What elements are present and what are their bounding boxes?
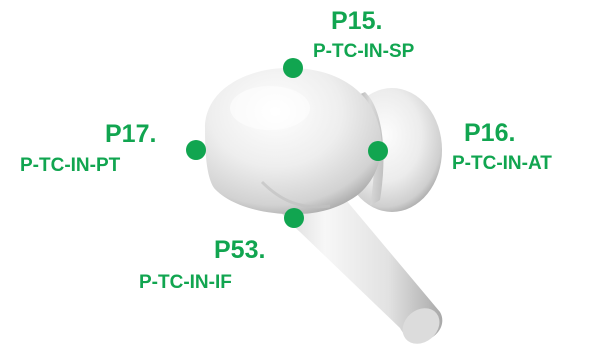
- point-label-p16-id: P16.: [464, 121, 515, 146]
- point-label-p53-id: P53.: [214, 238, 265, 263]
- point-label-p15-code: P-TC-IN-SP: [313, 42, 414, 61]
- point-dot-p15: [283, 58, 303, 78]
- point-dot-p16: [368, 141, 388, 161]
- point-dot-p53: [284, 208, 304, 228]
- point-label-p15-id: P15.: [331, 9, 382, 34]
- point-dot-p17: [186, 140, 206, 160]
- earbud-body-shape: [205, 68, 381, 214]
- body-highlight-shape: [230, 86, 310, 130]
- point-label-p53-code: P-TC-IN-IF: [139, 273, 232, 292]
- point-label-p16-code: P-TC-IN-AT: [452, 154, 552, 173]
- point-label-p17-id: P17.: [105, 122, 156, 147]
- point-label-p17-code: P-TC-IN-PT: [20, 156, 120, 175]
